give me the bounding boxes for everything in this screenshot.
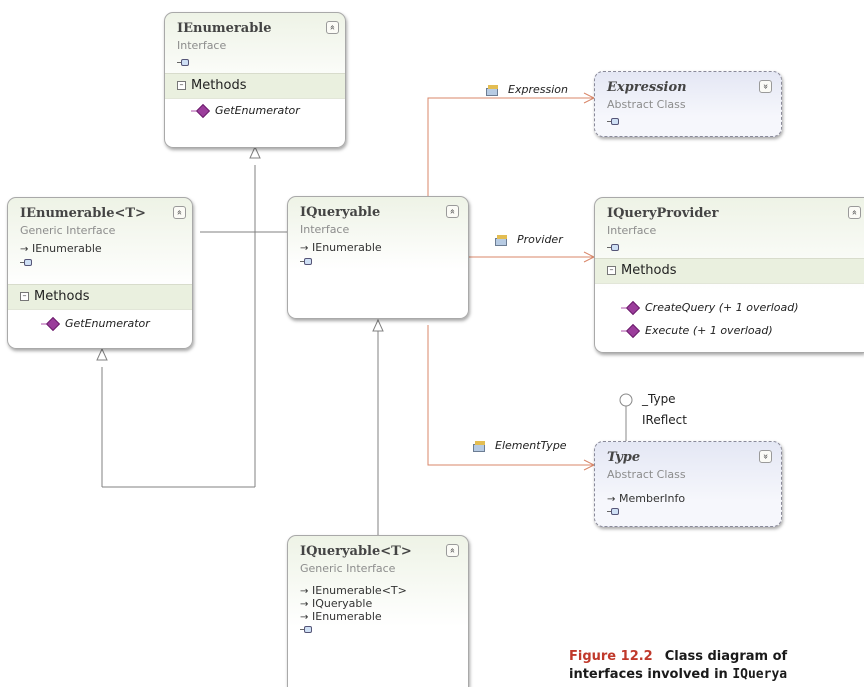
caption-text: Class diagram of	[664, 649, 788, 664]
methods-section-header[interactable]: – Methods	[595, 258, 864, 284]
figure-caption-line2: interfaces involved in IQuerya	[569, 667, 787, 682]
method-icon	[621, 303, 639, 313]
interface-lollipop-icon	[300, 258, 312, 265]
interface-lollipop-icon	[20, 259, 32, 266]
inherit-arrow-icon: →	[20, 244, 29, 255]
box-title: IQueryable	[300, 205, 381, 220]
interface-lollipop-icon	[177, 59, 189, 66]
method-label: CreateQuery (+ 1 overload)	[645, 301, 799, 314]
section-label: Methods	[191, 78, 247, 93]
iqueryable-t-box[interactable]: IQueryable<T> » Generic Interface →IEnum…	[287, 535, 469, 687]
collapse-icon[interactable]: »	[446, 544, 459, 557]
property-icon	[473, 440, 487, 452]
expand-icon[interactable]: »	[759, 450, 772, 463]
box-kind: Interface	[300, 223, 350, 236]
inherit-arrow-icon: →	[300, 586, 309, 597]
lollipop-circle	[619, 393, 633, 407]
box-title: Type	[607, 450, 641, 465]
box-kind: Interface	[177, 39, 227, 52]
inherit-arrow-icon: →	[300, 243, 309, 254]
collapse-icon[interactable]: »	[326, 21, 339, 34]
interface-lollipop-icon	[607, 244, 619, 251]
assoc-line-elementtype	[427, 325, 594, 466]
collapse-section-icon[interactable]: –	[20, 292, 29, 301]
lollipop-label-type: _Type	[642, 392, 676, 406]
method-item[interactable]: GetEnumerator	[191, 104, 300, 117]
collapse-section-icon[interactable]: –	[177, 81, 186, 90]
assoc-line-expression	[427, 97, 594, 196]
ienumerable-t-box[interactable]: IEnumerable<T> » Generic Interface →IEnu…	[7, 197, 193, 349]
section-label: Methods	[34, 289, 90, 304]
base-type-item: →IEnumerable	[20, 242, 102, 255]
box-kind: Interface	[607, 224, 657, 237]
caption-code: IQuerya	[732, 667, 788, 682]
collapse-icon[interactable]: »	[173, 206, 186, 219]
method-item[interactable]: Execute (+ 1 overload)	[621, 324, 773, 337]
method-label: GetEnumerator	[65, 317, 150, 330]
method-icon	[191, 106, 209, 116]
class-lollipop-icon	[607, 508, 619, 515]
figure-caption: Figure 12.2 Class diagram of	[569, 649, 787, 664]
base-type-item: →MemberInfo	[607, 492, 686, 505]
inherit-arrowhead-iqueryable	[372, 318, 384, 332]
association-label-provider: Provider	[495, 233, 563, 246]
collapse-icon[interactable]: »	[446, 205, 459, 218]
collapse-section-icon[interactable]: –	[607, 266, 616, 275]
box-kind: Generic Interface	[300, 562, 396, 575]
box-kind: Abstract Class	[607, 98, 686, 111]
method-item[interactable]: CreateQuery (+ 1 overload)	[621, 301, 799, 314]
box-kind: Generic Interface	[20, 224, 116, 237]
box-kind: Abstract Class	[607, 468, 686, 481]
class-lollipop-icon	[607, 118, 619, 125]
method-icon	[621, 326, 639, 336]
box-title: Expression	[607, 80, 687, 95]
collapse-icon[interactable]: »	[848, 206, 861, 219]
method-icon	[41, 319, 59, 329]
type-box[interactable]: Type » Abstract Class →MemberInfo	[594, 441, 782, 527]
inherit-arrow-icon: →	[607, 494, 616, 505]
base-type-item: →IQueryable	[300, 597, 373, 610]
iqueryprovider-box[interactable]: IQueryProvider » Interface – Methods Cre…	[594, 197, 864, 353]
interface-lollipop-icon	[300, 626, 312, 633]
box-title: IQueryable<T>	[300, 544, 412, 559]
inherit-arrowhead-ienumerable	[249, 145, 261, 159]
inherit-arrowhead-ienumerable-t	[96, 347, 108, 361]
methods-section-header[interactable]: – Methods	[165, 73, 345, 99]
property-icon	[495, 234, 509, 246]
association-label-elementtype: ElementType	[473, 439, 567, 452]
expression-box[interactable]: Expression » Abstract Class	[594, 71, 782, 137]
property-icon	[486, 84, 500, 96]
expand-icon[interactable]: »	[759, 80, 772, 93]
figure-number: Figure 12.2	[569, 649, 653, 664]
box-title: IEnumerable<T>	[20, 206, 146, 221]
inherit-arrow-icon: →	[300, 599, 309, 610]
method-item[interactable]: GetEnumerator	[41, 317, 150, 330]
box-title: IEnumerable	[177, 21, 272, 36]
method-label: Execute (+ 1 overload)	[645, 324, 773, 337]
base-type-item: →IEnumerable	[300, 610, 382, 623]
methods-section-header[interactable]: – Methods	[8, 284, 192, 310]
ienumerable-box[interactable]: IEnumerable » Interface – Methods GetEnu…	[164, 12, 346, 148]
section-label: Methods	[621, 263, 677, 278]
method-label: GetEnumerator	[215, 104, 300, 117]
association-label-expression: Expression	[486, 83, 568, 96]
inherit-arrow-icon: →	[300, 612, 309, 623]
base-type-item: →IEnumerable	[300, 241, 382, 254]
box-title: IQueryProvider	[607, 206, 719, 221]
base-type-item: →IEnumerable<T>	[300, 584, 407, 597]
caption-text-line2: interfaces involved in	[569, 667, 733, 682]
lollipop-label-ireflect: IReflect	[642, 413, 687, 427]
iqueryable-box[interactable]: IQueryable » Interface →IEnumerable	[287, 196, 469, 319]
